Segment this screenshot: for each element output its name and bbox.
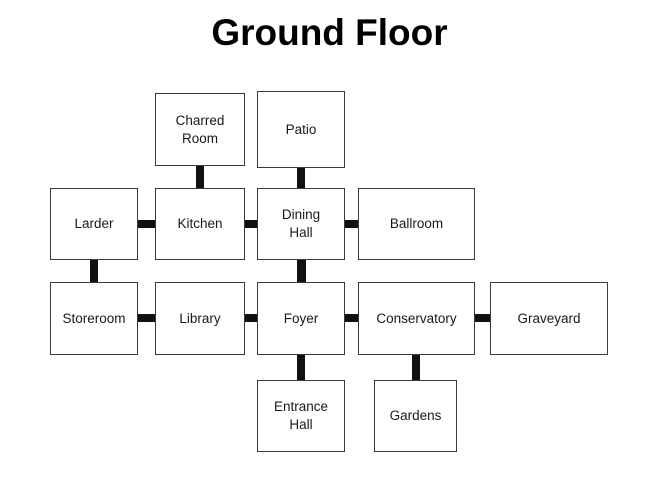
room-label: Graveyard bbox=[517, 310, 581, 326]
room-dining-hall[interactable]: Dining Hall bbox=[257, 188, 345, 260]
connector-dining-hall--foyer bbox=[297, 258, 306, 284]
connector-patio--dining-hall bbox=[297, 166, 305, 190]
room-storeroom[interactable]: Storeroom bbox=[50, 282, 138, 355]
room-label: Charred Room bbox=[175, 112, 225, 146]
room-label: Ballroom bbox=[389, 216, 444, 231]
room-foyer[interactable]: Foyer bbox=[257, 282, 345, 355]
room-charred-room[interactable]: Charred Room bbox=[155, 93, 245, 166]
connector-larder--kitchen bbox=[136, 220, 157, 228]
room-label: Gardens bbox=[389, 408, 442, 423]
page-title: Ground Floor bbox=[211, 12, 448, 53]
connector-dining-hall--ballroom bbox=[343, 220, 360, 228]
room-larder[interactable]: Larder bbox=[50, 188, 138, 260]
room-label: Kitchen bbox=[177, 216, 223, 231]
room-label: Conservatory bbox=[376, 310, 457, 326]
connector-library--foyer bbox=[243, 314, 259, 322]
room-label: Entrance Hall bbox=[273, 399, 329, 432]
connector-foyer--entrance-hall bbox=[297, 353, 305, 381]
room-label: Library bbox=[179, 310, 221, 326]
room-label: Patio bbox=[285, 121, 317, 137]
room-kitchen[interactable]: Kitchen bbox=[155, 188, 245, 260]
room-gardens[interactable]: Gardens bbox=[374, 380, 457, 452]
room-ballroom[interactable]: Ballroom bbox=[358, 188, 475, 260]
connector-charred-room--kitchen bbox=[196, 164, 204, 190]
room-library[interactable]: Library bbox=[155, 282, 245, 355]
connector-larder--storeroom bbox=[90, 258, 98, 284]
connector-conservatory--graveyard bbox=[473, 314, 492, 322]
connector-conservatory--gardens bbox=[412, 353, 420, 381]
connector-foyer--conservatory bbox=[343, 314, 360, 322]
room-entrance-hall[interactable]: Entrance Hall bbox=[257, 380, 345, 452]
room-label: Dining Hall bbox=[281, 207, 321, 240]
room-label: Storeroom bbox=[62, 310, 126, 326]
connector-storeroom--library bbox=[136, 314, 157, 322]
room-conservatory[interactable]: Conservatory bbox=[358, 282, 475, 355]
room-graveyard[interactable]: Graveyard bbox=[490, 282, 608, 355]
room-patio[interactable]: Patio bbox=[257, 91, 345, 168]
connector-kitchen--dining-hall bbox=[243, 220, 259, 228]
room-label: Larder bbox=[74, 216, 114, 231]
room-label: Foyer bbox=[283, 310, 319, 326]
